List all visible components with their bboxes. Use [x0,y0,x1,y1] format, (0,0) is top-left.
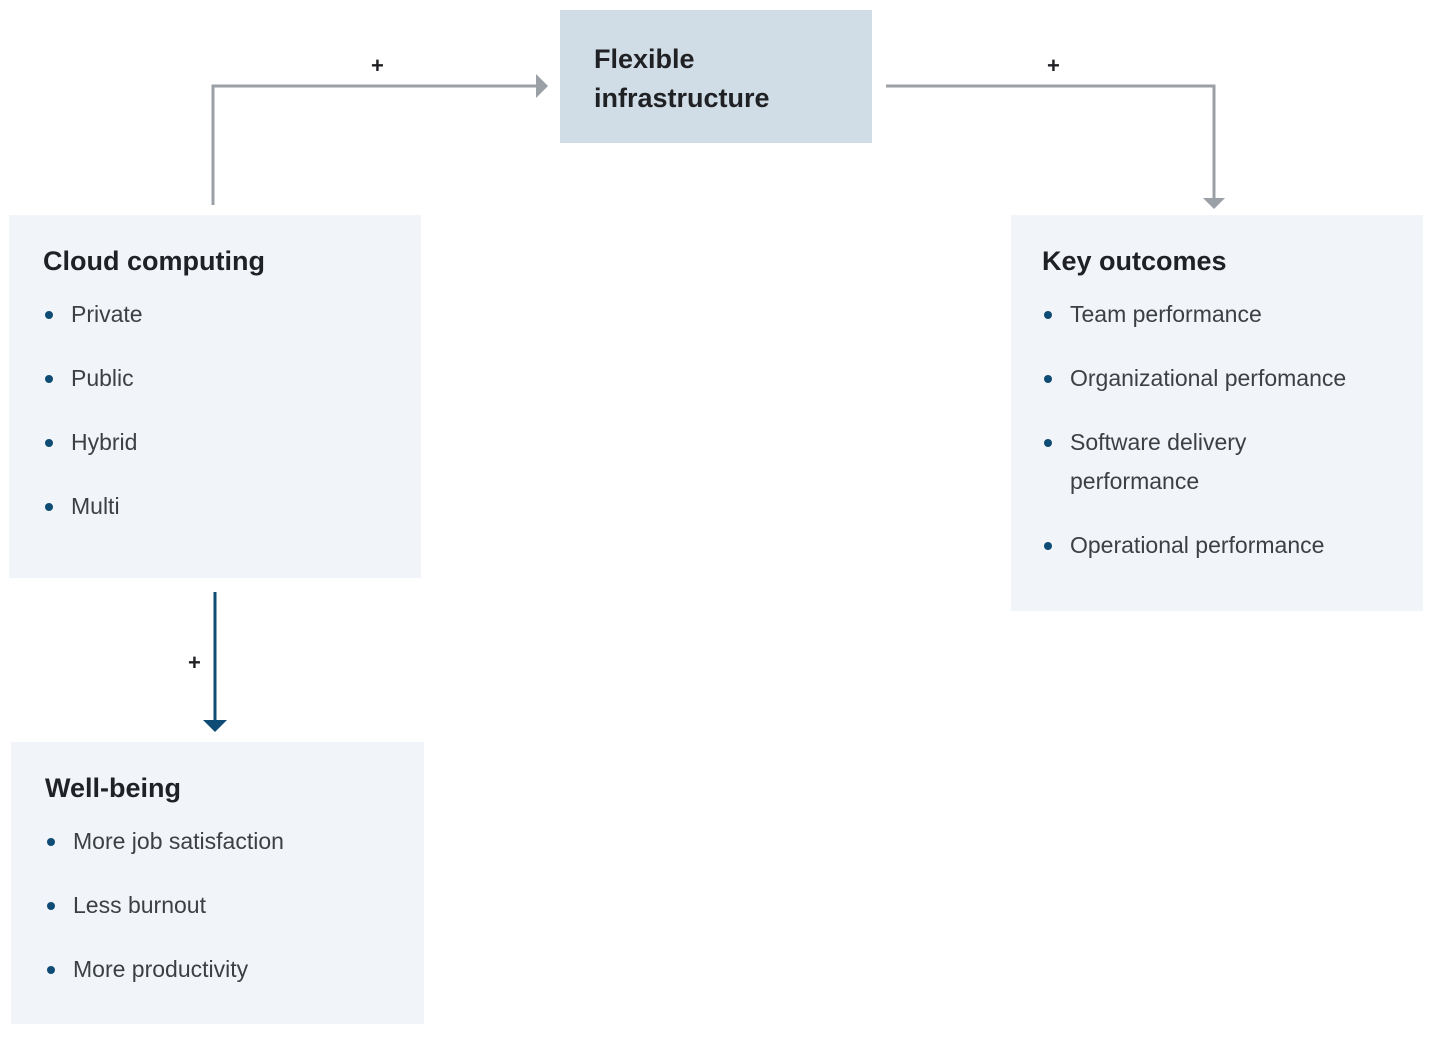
edge-label: + [188,650,201,675]
bullet-icon [1044,375,1052,383]
list-item: More job satisfaction [45,822,415,861]
list-item-label: Multi [71,493,120,519]
list-item-label: Team performance [1070,301,1262,327]
edge-cloud-to-flexible [211,84,538,205]
list-item-label: More job satisfaction [73,828,284,854]
list-item: Organizational perfomance [1042,359,1412,398]
list-item-label: Private [71,301,143,327]
arrowhead-right-icon [536,74,548,98]
list-item-label: Public [71,365,134,391]
list-item: Hybrid [43,423,403,462]
bullet-icon [45,503,53,511]
well-being-node: Well-being More job satisfaction Less bu… [11,742,424,1024]
node-title: Key outcomes [1042,246,1227,276]
bullet-icon [47,838,55,846]
edge-label: + [371,53,384,78]
edge-flexible-to-outcomes [886,84,1216,198]
list-item: Multi [43,487,403,526]
list-item-label: Organizational perfomance [1070,365,1347,391]
list-item: Private [43,295,403,334]
arrowhead-down-icon [1203,198,1225,209]
list-item-label: Operational performance [1070,532,1325,558]
bullet-icon [47,966,55,974]
list-item: Less burnout [45,886,415,925]
bullet-icon [45,439,53,447]
node-title: Cloud computing [43,246,265,276]
item-list: More job satisfaction Less burnout More … [45,822,415,1014]
node-title: Well-being [45,773,182,803]
edge-label: + [1047,53,1060,78]
key-outcomes-node: Key outcomes Team performance Organizati… [1011,215,1423,611]
list-item-label: Software delivery performance [1070,429,1247,494]
cloud-computing-node: Cloud computing Private Public Hybrid Mu… [9,215,421,578]
list-item-label: More productivity [73,956,249,982]
list-item: Software delivery performance [1042,423,1300,501]
list-item: Public [43,359,403,398]
bullet-icon [45,311,53,319]
list-item: Operational performance [1042,526,1412,565]
flexible-infrastructure-node: Flexible infrastructure [560,10,872,143]
item-list: Team performance Organizational perfoman… [1042,295,1412,590]
node-title: Flexible infrastructure [594,44,770,113]
list-item-label: Less burnout [73,892,206,918]
bullet-icon [47,902,55,910]
bullet-icon [1044,311,1052,319]
bullet-icon [1044,439,1052,447]
list-item: Team performance [1042,295,1412,334]
item-list: Private Public Hybrid Multi [43,295,403,551]
bullet-icon [1044,542,1052,550]
bullet-icon [45,375,53,383]
list-item-label: Hybrid [71,429,138,455]
arrowhead-down-icon [203,720,227,732]
list-item: More productivity [45,950,415,989]
